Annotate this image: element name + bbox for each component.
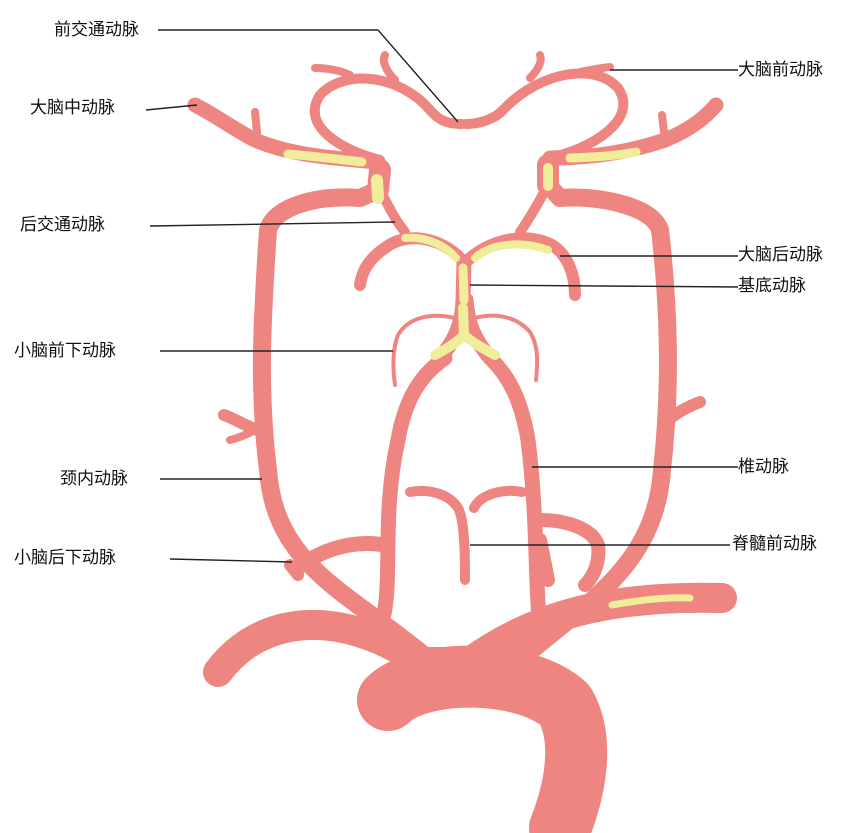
anterior-spinal-artery [410,491,465,580]
label-posterior-inferior-cerebellar-artery: 小脑后下动脉 [14,548,116,568]
label-anterior-inferior-cerebellar-artery: 小脑前下动脉 [14,341,116,361]
label-anterior-communicating-artery: 前交通动脉 [54,20,139,40]
label-anterior-cerebral-artery: 大脑前动脉 [738,60,823,80]
label-posterior-communicating-artery: 后交通动脉 [20,215,105,235]
leader-basilar [470,285,738,287]
label-internal-carotid-artery: 颈内动脉 [60,469,128,489]
label-vertebral-artery: 椎动脉 [738,457,789,477]
right-aca [466,73,623,158]
left-aca [315,79,462,160]
aorta-trunk [388,677,576,828]
leader-pica [170,559,292,562]
label-posterior-cerebral-artery: 大脑后动脉 [738,245,823,265]
label-anterior-spinal-artery: 脊髓前动脉 [732,534,817,554]
label-middle-cerebral-artery: 大脑中动脉 [30,98,115,118]
left-pca [360,238,464,285]
left-pica [300,544,385,566]
label-basilar-artery: 基底动脉 [738,276,806,296]
